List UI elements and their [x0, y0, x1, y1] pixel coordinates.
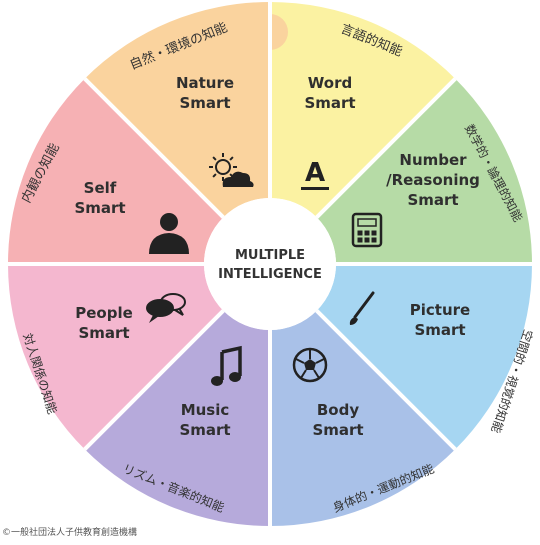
segment-title-body-line2: Smart [312, 421, 363, 439]
letter-a-icon: A [301, 158, 329, 190]
segment-title-music-line1: Music [181, 401, 230, 419]
segment-title-number-line2: /Reasoning [386, 171, 480, 189]
segment-title-word-line1: Word [308, 74, 352, 92]
center-title-line1: MULTIPLE [235, 248, 305, 263]
segment-word [270, 1, 456, 218]
segment-number [316, 78, 532, 264]
segment-title-people-line2: Smart [78, 324, 129, 342]
segment-title-self-line1: Self [84, 179, 117, 197]
paintbrush-icon [349, 291, 375, 325]
icons-layer: A [146, 153, 383, 386]
divider-lines [8, 2, 532, 526]
copyright-text: ©一般社団法人子供教育創造機構 [2, 528, 138, 538]
segment-title-number-line3: Smart [407, 191, 458, 209]
segment-title-self-line2: Smart [74, 199, 125, 217]
segment-title-picture-line2: Smart [414, 321, 465, 339]
segment-picture [316, 264, 532, 450]
segment-title-music-line2: Smart [179, 421, 230, 439]
speech-bubbles-icon [146, 293, 186, 323]
divider-line [315, 77, 457, 219]
segment-title-nature-line2: Smart [179, 94, 230, 112]
center-title-line2: INTELLIGENCE [218, 267, 322, 282]
segment-nature [84, 1, 270, 218]
center-circle-group: MULTIPLE INTELLIGENCE [204, 198, 336, 330]
sun-cloud-icon [209, 153, 254, 187]
segment-body [270, 310, 456, 526]
segment-title-number-line1: Number [399, 151, 467, 169]
divider-line [83, 309, 225, 451]
music-note-icon [211, 345, 242, 386]
person-icon [149, 213, 189, 254]
segment-title-nature-line1: Nature [176, 74, 234, 92]
segment-title-people-line1: People [75, 304, 133, 322]
svg-text:A: A [305, 158, 325, 188]
center-circle [204, 198, 336, 330]
calculator-icon [351, 212, 383, 248]
divider-line [315, 309, 457, 451]
segment-title-picture-line1: Picture [410, 301, 470, 319]
segment-title-word-line2: Smart [304, 94, 355, 112]
soccer-ball-icon [292, 347, 328, 383]
segment-title-body-line1: Body [317, 401, 359, 419]
divider-line [83, 77, 225, 219]
